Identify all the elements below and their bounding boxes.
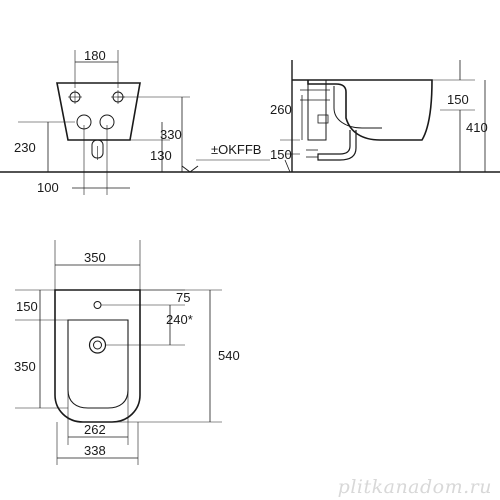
- dim-label-260: 260: [270, 102, 292, 117]
- dim-label-262: 262: [84, 422, 106, 437]
- dim-label-180: 180: [84, 48, 106, 63]
- bowl-drain-outer: [88, 336, 107, 354]
- dim-label-130: 130: [150, 148, 172, 163]
- dim-label-540: 540: [218, 348, 240, 363]
- dim-label-100: 100: [37, 180, 59, 195]
- watermark: plitkanadom.ru: [337, 476, 492, 498]
- top-view: [15, 240, 222, 465]
- floor-reference-label: ±OKFFB: [211, 142, 261, 157]
- dim-label-150-depth: 150: [16, 299, 38, 314]
- bidet-side-outline: [292, 79, 433, 141]
- tap-hole: [93, 301, 102, 309]
- drain-trap: [317, 130, 357, 161]
- dim-label-150-lower: 150: [270, 147, 292, 162]
- floor-reference-marker: [181, 165, 199, 173]
- bowl-drain-inner: [93, 340, 102, 350]
- dim-label-75: 75: [176, 290, 190, 305]
- bidet-bowl: [67, 319, 129, 409]
- dim-label-350-width: 350: [84, 250, 106, 265]
- front-view: [0, 50, 500, 195]
- bidet-front-outline: [56, 82, 141, 141]
- dim-label-230: 230: [14, 140, 36, 155]
- dim-label-410: 410: [466, 120, 488, 135]
- mounting-frame: [307, 79, 327, 141]
- dim-label-150-upper: 150: [447, 92, 469, 107]
- dim-label-338: 338: [84, 443, 106, 458]
- dim-label-330: 330: [160, 127, 182, 142]
- dim-label-240: 240*: [166, 312, 193, 327]
- dim-label-350-length: 350: [14, 359, 36, 374]
- side-view: [181, 60, 486, 173]
